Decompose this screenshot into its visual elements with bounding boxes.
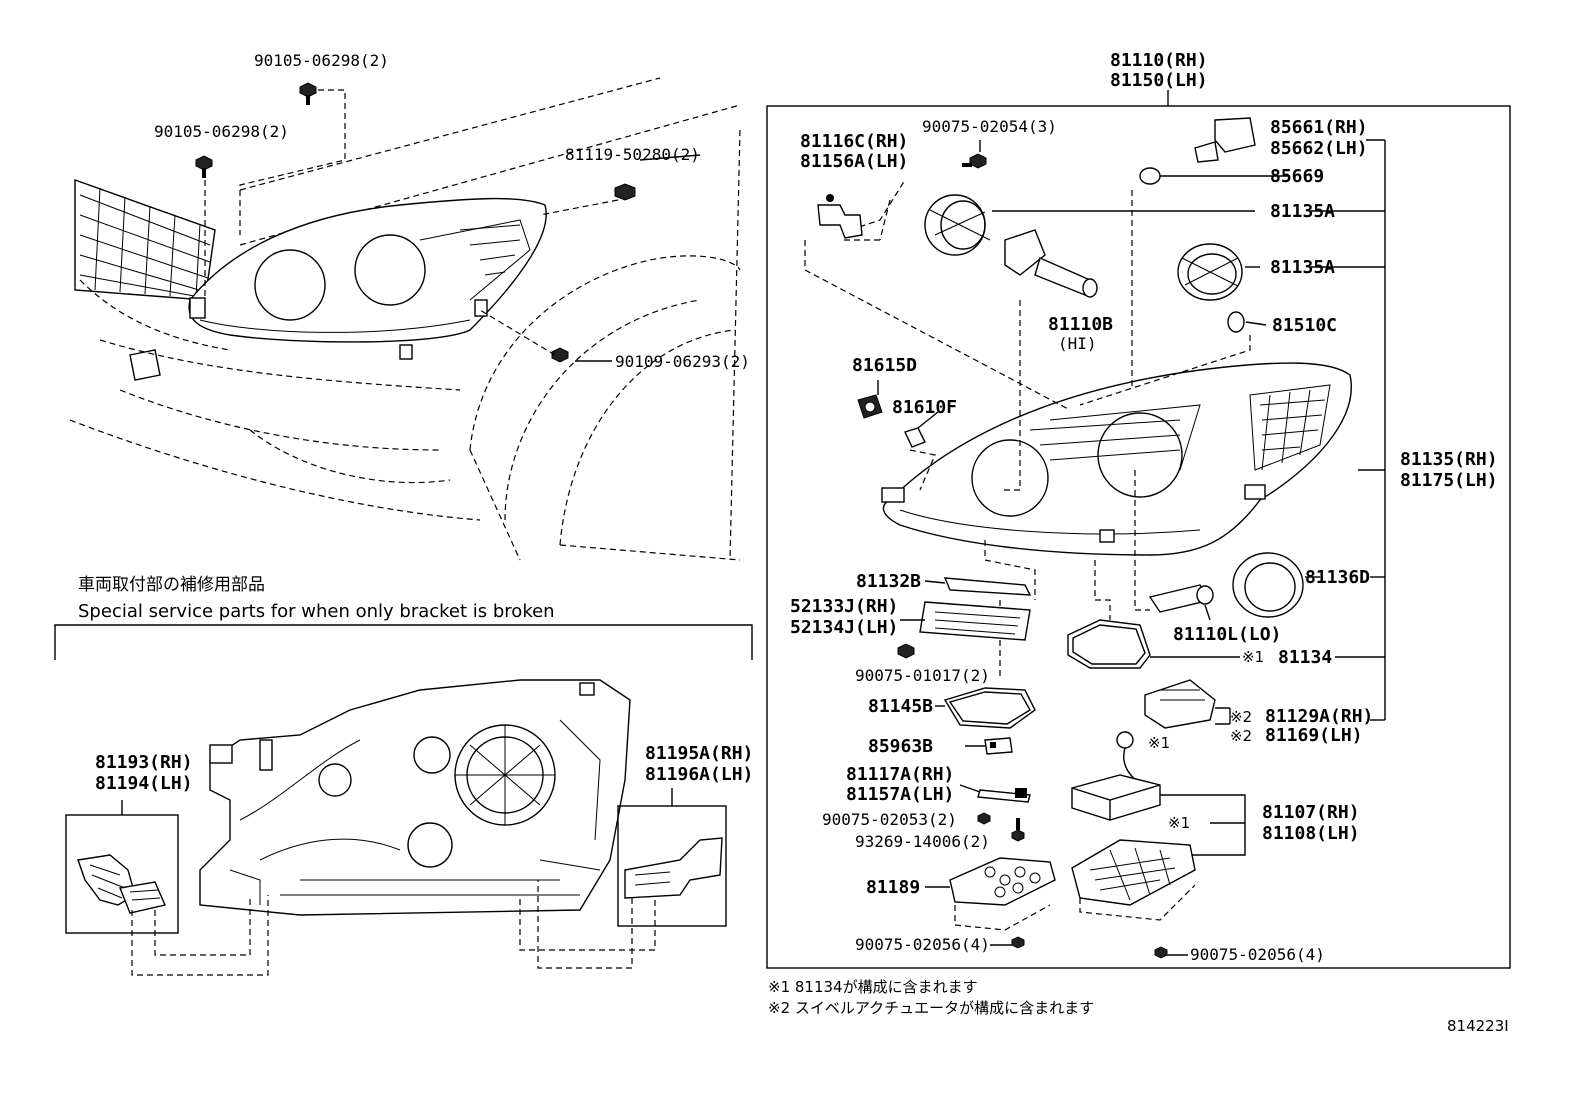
label-90109-06293: 90109-06293(2) bbox=[615, 352, 750, 371]
gasket-81134-icon bbox=[1067, 619, 1151, 669]
label-90075-02053: 90075-02053(2) bbox=[822, 810, 957, 829]
label-90075-01017: 90075-01017(2) bbox=[855, 666, 990, 685]
grille-icon bbox=[74, 179, 216, 301]
screw-90075-02056-a-icon bbox=[1011, 936, 1025, 949]
label-90105-06298-top: 90105-06298(2) bbox=[254, 51, 389, 70]
label-93269-14006: 93269-14006(2) bbox=[855, 832, 990, 851]
mark-1-81134: ※1 bbox=[1242, 648, 1264, 666]
label-81129a-rh: 81129A(RH) bbox=[1265, 706, 1373, 727]
bracket-81116c-icon bbox=[817, 194, 863, 239]
label-81156a-lh: 81156A(LH) bbox=[800, 151, 908, 172]
cover-81135a-2-icon bbox=[1177, 243, 1243, 301]
label-81157a-lh: 81157A(LH) bbox=[846, 784, 954, 805]
socket-81615d-icon bbox=[857, 394, 883, 419]
label-52133j-rh: 52133J(RH) bbox=[790, 596, 898, 617]
label-81135a-1: 81135A bbox=[1270, 201, 1335, 222]
label-90075-02056-a: 90075-02056(4) bbox=[855, 935, 990, 954]
housing-lower-icon bbox=[1071, 839, 1196, 906]
label-81150-lh: 81150(LH) bbox=[1110, 70, 1208, 91]
headlamp-assembly-icon bbox=[881, 362, 1352, 556]
cover-81135a-1-icon bbox=[924, 194, 991, 256]
bracket-box-81195a bbox=[617, 805, 727, 927]
label-81610f: 81610F bbox=[892, 397, 957, 418]
label-85661-rh: 85661(RH) bbox=[1270, 117, 1368, 138]
mark-2-b: ※2 bbox=[1230, 727, 1252, 745]
label-81110-rh: 81110(RH) bbox=[1110, 50, 1208, 71]
igniter-81117a-icon bbox=[977, 788, 1031, 803]
label-85963b: 85963B bbox=[868, 736, 933, 757]
mark-1-a: ※1 bbox=[1148, 734, 1170, 752]
bolt-icon bbox=[299, 82, 317, 105]
label-90105-06298-left: 90105-06298(2) bbox=[154, 122, 289, 141]
gasket-81145b-icon bbox=[943, 687, 1036, 729]
screw-90075-02054-icon bbox=[962, 153, 987, 169]
label-hi: (HI) bbox=[1058, 334, 1097, 353]
ballast-81107-icon bbox=[1071, 774, 1161, 821]
bulb-81110l-icon bbox=[1148, 584, 1214, 613]
label-90075-02056-b: 90075-02056(4) bbox=[1190, 945, 1325, 964]
section-bracket-line bbox=[54, 624, 753, 660]
label-81117a-rh: 81117A(RH) bbox=[846, 764, 954, 785]
vehicle-front-illustration bbox=[69, 77, 741, 561]
label-81189: 81189 bbox=[866, 877, 920, 898]
clip-icon bbox=[614, 183, 636, 201]
section-title-en: Special service parts for when only brac… bbox=[78, 601, 555, 622]
label-81135-rh: 81135(RH) bbox=[1400, 449, 1498, 470]
label-81135a-2: 81135A bbox=[1270, 257, 1335, 278]
label-81116c-rh: 81116C(RH) bbox=[800, 131, 908, 152]
bolt-icon bbox=[551, 347, 569, 363]
cover-81189-icon bbox=[949, 857, 1056, 906]
headlamp-small-icon bbox=[188, 197, 547, 360]
bracket-box-81193 bbox=[65, 814, 179, 934]
bracket-81195a-icon bbox=[624, 837, 723, 899]
bolt-90075-01017-icon bbox=[897, 643, 915, 659]
bulb-81510c-icon bbox=[1227, 311, 1245, 333]
connector-85963b-icon bbox=[984, 737, 1013, 755]
label-81145b: 81145B bbox=[868, 696, 933, 717]
bolt-icon bbox=[195, 155, 213, 178]
screw-93269-icon bbox=[1011, 818, 1025, 842]
label-81615d: 81615D bbox=[852, 355, 917, 376]
label-81110l: 81110L(LO) bbox=[1173, 624, 1281, 645]
label-81175-lh: 81175(LH) bbox=[1400, 470, 1498, 491]
label-81136d: 81136D bbox=[1305, 567, 1370, 588]
label-81108-lh: 81108(LH) bbox=[1262, 823, 1360, 844]
label-81119-50280: 81119-50280(2) bbox=[565, 145, 700, 164]
section-title-jp: 車両取付部の補修用部品 bbox=[78, 575, 265, 595]
label-81195a-rh: 81195A(RH) bbox=[645, 743, 753, 764]
label-81193-rh: 81193(RH) bbox=[95, 752, 193, 773]
label-81194-lh: 81194(LH) bbox=[95, 773, 193, 794]
figure-id: 814223I bbox=[1447, 1017, 1509, 1035]
screw-90075-02053-icon bbox=[977, 812, 991, 825]
headlamp-rear-view-icon bbox=[199, 679, 631, 916]
bracket-81132b-icon bbox=[943, 577, 1032, 596]
label-52134j-lh: 52134J(LH) bbox=[790, 617, 898, 638]
o-ring-85669-icon bbox=[1139, 167, 1161, 185]
note-1: ※1 81134が構成に含まれます bbox=[768, 978, 978, 996]
label-85669: 85669 bbox=[1270, 166, 1324, 187]
screw-90075-02056-b-icon bbox=[1154, 946, 1168, 959]
label-81196a-lh: 81196A(LH) bbox=[645, 764, 753, 785]
actuator-81129a-icon bbox=[1144, 679, 1216, 729]
mark-1-b: ※1 bbox=[1168, 814, 1190, 832]
label-81134: 81134 bbox=[1278, 647, 1332, 668]
label-81510c: 81510C bbox=[1272, 315, 1337, 336]
socket-85661-icon bbox=[1194, 117, 1256, 163]
note-2: ※2 スイベルアクチュエータが構成に含まれます bbox=[768, 999, 1094, 1017]
bulb-81110b-icon bbox=[1004, 229, 1098, 298]
label-85662-lh: 85662(LH) bbox=[1270, 138, 1368, 159]
bracket-52133j-icon bbox=[919, 601, 1031, 641]
bulb-81610f-icon bbox=[904, 427, 926, 448]
exploded-headlamp-frame bbox=[766, 90, 1511, 969]
cover-81136d-icon bbox=[1232, 552, 1304, 618]
bracket-81193-icon bbox=[77, 854, 166, 914]
label-90075-02054: 90075-02054(3) bbox=[922, 117, 1057, 136]
label-81110b: 81110B bbox=[1048, 314, 1113, 335]
mark-2-a: ※2 bbox=[1230, 708, 1252, 726]
label-81169-lh: 81169(LH) bbox=[1265, 725, 1363, 746]
label-81107-rh: 81107(RH) bbox=[1262, 802, 1360, 823]
label-81132b: 81132B bbox=[856, 571, 921, 592]
